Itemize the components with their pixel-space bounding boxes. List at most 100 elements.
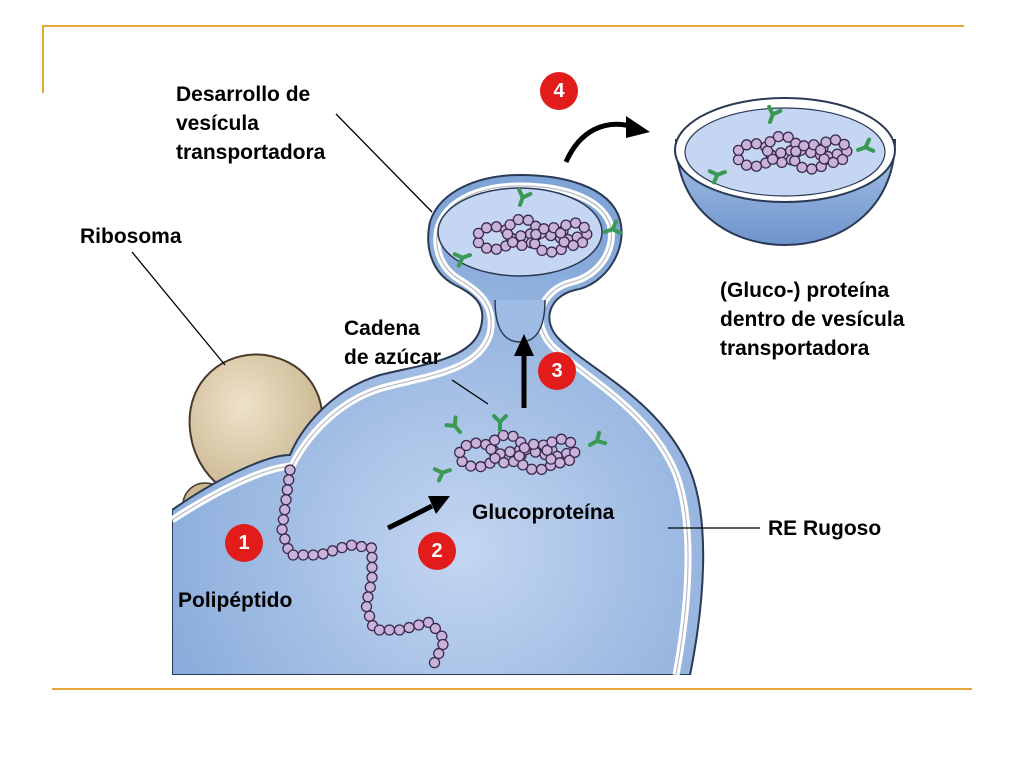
amino-acid-bead	[512, 213, 525, 226]
amino-acid-bead	[365, 542, 378, 554]
amino-acid-bead	[284, 464, 296, 476]
amino-acid-bead	[383, 624, 396, 636]
amino-acid-bead	[564, 436, 577, 449]
amino-acid-bead	[576, 236, 589, 249]
amino-acid-bead	[276, 523, 288, 536]
amino-acid-bead	[307, 549, 319, 561]
amino-acid-bead	[366, 561, 378, 574]
amino-acid-bead	[280, 494, 292, 506]
amino-acid-bead	[838, 138, 850, 151]
amino-acid-bead	[555, 433, 567, 445]
amino-acid-bead	[428, 656, 441, 669]
amino-acid-bead	[364, 581, 376, 593]
amino-acid-bead	[806, 163, 818, 175]
amino-acid-bead	[732, 144, 745, 157]
amino-acid-bead	[470, 437, 482, 449]
amino-acid-bead	[569, 446, 581, 459]
frame-top-line	[42, 25, 964, 27]
label-ribosome: Ribosoma	[80, 225, 182, 248]
step-badge-2: 2	[418, 532, 456, 570]
amino-acid-bead	[789, 155, 801, 167]
amino-acid-bead	[507, 430, 519, 442]
label-glycoprotein: Glucoproteína	[472, 501, 615, 524]
protein-bead-chains	[276, 130, 853, 669]
amino-acid-bead	[366, 571, 378, 584]
transport-vesicle	[674, 97, 897, 247]
amino-acid-bead	[546, 246, 558, 258]
sugar-chain-icon	[517, 187, 533, 207]
amino-acid-bead	[472, 236, 485, 249]
amino-acid-bead	[279, 503, 291, 516]
amino-acid-bead	[554, 227, 567, 239]
amino-acid-bead	[403, 621, 415, 634]
step-badge-4: 4	[540, 72, 578, 110]
amino-acid-bead	[740, 159, 753, 171]
amino-acid-bead	[504, 446, 516, 458]
sugar-chain-icon	[707, 169, 727, 185]
label-rough-er: RE Rugoso	[768, 517, 882, 540]
amino-acid-bead	[497, 429, 509, 442]
amino-acid-bead	[277, 513, 290, 526]
amino-acid-bead	[506, 236, 519, 248]
arrow-step-2	[386, 496, 450, 531]
amino-acid-bead	[498, 457, 510, 469]
amino-acid-bead	[740, 139, 753, 151]
amino-acid-bead	[563, 454, 576, 467]
amino-acid-bead	[355, 540, 368, 553]
amino-acid-bead	[538, 223, 550, 235]
amino-acid-bead	[750, 138, 763, 150]
amino-acid-bead	[363, 610, 376, 622]
label-polypeptide: Polipéptido	[178, 589, 293, 612]
amino-acid-bead	[454, 446, 466, 459]
amino-acid-bead	[772, 130, 785, 143]
amino-acid-bead	[283, 474, 295, 486]
amino-acid-bead	[526, 463, 538, 475]
amino-acid-bead	[766, 153, 779, 165]
step-badge-1: 1	[225, 524, 263, 562]
amino-acid-bead	[366, 551, 378, 564]
amino-acid-bead	[413, 619, 425, 631]
amino-acid-bead	[345, 539, 358, 551]
amino-acid-bead	[536, 244, 548, 257]
amino-acid-bead	[373, 624, 386, 636]
amino-acid-bead	[776, 156, 788, 169]
amino-acid-bead	[433, 647, 445, 660]
amino-acid-bead	[798, 140, 810, 152]
amino-acid-bead	[560, 219, 572, 231]
amino-acid-bead	[790, 145, 802, 158]
amino-acid-bead	[475, 461, 487, 473]
amino-acid-bead	[393, 624, 406, 636]
amino-acid-bead	[287, 549, 299, 561]
arrow-step-3	[514, 334, 534, 408]
amino-acid-bead	[362, 591, 374, 603]
amino-acid-bead	[490, 221, 503, 233]
amino-acid-bead	[535, 463, 548, 476]
amino-acid-bead	[546, 436, 558, 448]
amino-acid-bead	[750, 160, 763, 172]
amino-acid-bead	[317, 548, 329, 560]
amino-acid-bead	[480, 222, 493, 234]
label-protein-in-vesicle: (Gluco-) proteína dentro de vesícula tra…	[720, 279, 905, 360]
amino-acid-bead	[829, 134, 842, 146]
amino-acid-bead	[504, 219, 516, 231]
amino-acid-bead	[529, 238, 541, 250]
amino-acid-bead	[528, 438, 540, 450]
amino-acid-bead	[488, 434, 501, 446]
label-sugar-chain: Cadena de azúcar	[344, 317, 441, 369]
frame-bottom-line	[52, 688, 972, 690]
amino-acid-bead	[796, 161, 808, 174]
amino-acid-bead	[297, 549, 309, 561]
amino-acid-bead	[326, 545, 339, 557]
sugar-chain-icon	[452, 252, 472, 268]
amino-acid-bead	[578, 221, 590, 234]
amino-acid-bead	[360, 600, 373, 613]
amino-acid-bead	[513, 450, 525, 462]
amino-acid-bead	[732, 153, 745, 166]
amino-acid-bead	[429, 622, 442, 635]
amino-acid-bead	[516, 239, 528, 252]
sugar-chain-icon	[444, 415, 462, 434]
amino-acid-bead	[569, 217, 582, 229]
amino-acid-bead	[437, 638, 449, 651]
amino-acid-bead	[764, 136, 776, 148]
